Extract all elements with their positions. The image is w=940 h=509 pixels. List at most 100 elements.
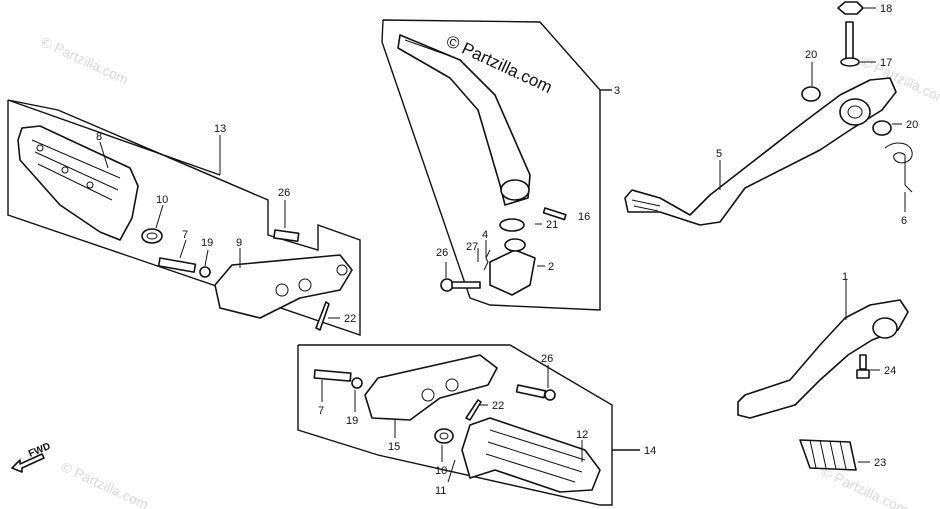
callout-13: 13 xyxy=(214,123,226,135)
callout-27: 27 xyxy=(466,241,478,253)
bolt-26-head xyxy=(544,389,556,401)
leader xyxy=(447,459,456,483)
callout-19a: 19 xyxy=(201,237,213,249)
callout-7a: 7 xyxy=(182,229,188,241)
callout-22b: 22 xyxy=(492,400,504,412)
callout-1: 1 xyxy=(842,271,848,283)
callout-22a: 22 xyxy=(344,313,356,325)
gearshift-pedal-group xyxy=(737,280,909,471)
callout-26c: 26 xyxy=(541,353,553,365)
callout-10b: 10 xyxy=(435,465,447,477)
washer-19 xyxy=(351,377,363,389)
group-outline-14 xyxy=(297,344,613,506)
bolt-26 xyxy=(273,229,300,243)
bracket-hole xyxy=(275,283,289,297)
spring-27 xyxy=(483,249,491,271)
callout-3: 3 xyxy=(614,85,620,97)
faint-watermark: © Partzilla.com xyxy=(39,33,131,87)
callout-4: 4 xyxy=(482,229,488,241)
callout-26b: 26 xyxy=(436,247,448,259)
footpeg-hole xyxy=(36,144,44,152)
rubber-ribs xyxy=(809,439,847,470)
callout-14: 14 xyxy=(644,445,656,457)
callout-9: 9 xyxy=(236,237,242,249)
callout-17: 17 xyxy=(880,57,892,69)
bolt-24-head xyxy=(856,369,870,379)
kick-starter-group xyxy=(381,19,612,311)
callout-18: 18 xyxy=(880,3,892,15)
callout-5: 5 xyxy=(716,148,722,160)
pedal-pivot-bore xyxy=(847,105,863,119)
washer-21 xyxy=(499,218,525,232)
gearshift-boss xyxy=(872,317,898,339)
spring-10-inner xyxy=(146,232,158,240)
bracket-hole xyxy=(421,388,435,402)
callout-20b: 20 xyxy=(906,119,918,131)
bolt-24 xyxy=(859,354,867,370)
group-outline-top xyxy=(7,99,221,176)
leader xyxy=(204,249,209,267)
fwd-arrow-icon xyxy=(11,453,45,473)
callout-24: 24 xyxy=(884,365,896,377)
kick-arm-serration xyxy=(404,39,451,57)
callout-26a: 26 xyxy=(278,187,290,199)
left-footpeg-group xyxy=(7,99,361,336)
leader xyxy=(179,239,187,259)
brake-pedal-group xyxy=(624,1,913,226)
leader xyxy=(99,141,109,169)
bracket-hole xyxy=(298,278,312,292)
gearshift-pedal-1 xyxy=(737,299,909,419)
spring-10-inner xyxy=(439,432,449,440)
callout-7b: 7 xyxy=(318,405,324,417)
callout-12: 12 xyxy=(576,429,588,441)
cotter-pin-22 xyxy=(315,301,330,331)
spring-6 xyxy=(884,142,913,193)
washer-20 xyxy=(872,120,892,136)
faint-watermark: © Partzilla.com xyxy=(59,458,151,509)
pedal-pivot xyxy=(839,98,871,126)
callout-23: 23 xyxy=(874,457,886,469)
footpeg-8-teeth xyxy=(31,139,121,201)
bracket-hole xyxy=(445,378,459,392)
kick-arm-boss xyxy=(500,179,530,201)
callout-6: 6 xyxy=(901,215,907,227)
right-footpeg-group xyxy=(297,344,640,506)
pin-16 xyxy=(542,207,567,221)
bolt-26-shaft xyxy=(451,281,481,289)
bracket-15 xyxy=(364,354,498,421)
spring-10 xyxy=(141,228,163,244)
callout-19b: 19 xyxy=(346,415,358,427)
kick-arm xyxy=(397,34,531,206)
spring-10 xyxy=(434,428,454,444)
bolt-26 xyxy=(515,384,547,399)
footpeg-12-teeth xyxy=(485,429,586,483)
boss-2 xyxy=(489,249,536,296)
pedal-tread xyxy=(631,199,661,212)
callout-11: 11 xyxy=(435,485,446,497)
bolt-7 xyxy=(313,369,352,382)
fwd-indicator: FWD xyxy=(11,441,52,473)
callout-8: 8 xyxy=(96,131,102,143)
rubber-23 xyxy=(799,439,857,471)
bolt-17 xyxy=(845,21,854,63)
bracket-9 xyxy=(214,254,353,319)
washer-20 xyxy=(801,86,821,102)
callout-21: 21 xyxy=(546,219,558,231)
cap-18 xyxy=(837,1,864,15)
bolt-17-flange xyxy=(840,57,860,67)
callout-10a: 10 xyxy=(156,194,168,206)
boss-2-top xyxy=(504,238,526,252)
leader xyxy=(155,204,164,229)
group-outline-3 xyxy=(381,19,601,311)
brake-pedal-5 xyxy=(624,77,897,226)
callout-2: 2 xyxy=(548,261,554,273)
callout-labels: 1 2 3 4 5 6 7 7 8 9 10 10 11 12 13 14 15… xyxy=(96,3,918,497)
footpeg-hole xyxy=(86,181,94,189)
footpeg-12 xyxy=(461,417,601,493)
washer-19 xyxy=(199,266,211,278)
footpeg-hole xyxy=(61,166,69,174)
cotter-pin-22 xyxy=(465,399,482,421)
faint-watermark: © Partzilla.com xyxy=(819,463,911,509)
